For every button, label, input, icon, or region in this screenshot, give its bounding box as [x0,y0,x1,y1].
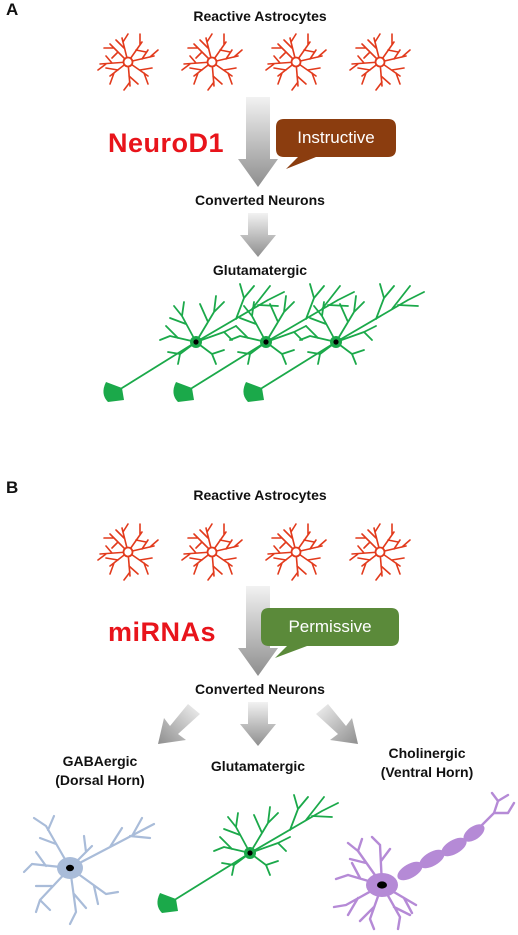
panel-b-permissive-callout: Permissive [261,608,399,658]
glutamatergic-neuron [156,794,339,914]
cholinergic-label-line1: Cholinergic [388,745,466,761]
gabaergic-label-line2: (Dorsal Horn) [55,772,145,788]
gabaergic-neuron [22,814,156,926]
arrow-to-cholinergic [316,704,358,744]
cholinergic-neuron [332,791,516,931]
astrocyte-1 [97,33,159,91]
panel-b-branch-arrows [158,702,358,746]
panel-a-glutamatergic-neurons [102,283,425,403]
panel-a-factor-label: NeuroD1 [108,128,225,158]
panel-b-mode-label: Permissive [288,617,372,636]
panel-b-source-label: Reactive Astrocytes [193,487,327,503]
panel-a-second-arrow [240,213,276,257]
panel-b-intermediate-label: Converted Neurons [195,681,325,697]
astrocyte-4 [349,33,411,91]
panel-b-letter: B [6,478,19,497]
panel-a-instructive-callout: Instructive [276,119,396,169]
astrocyte-3 [265,523,327,581]
panel-a-intermediate-label: Converted Neurons [195,192,325,208]
cholinergic-label-line2: (Ventral Horn) [380,764,474,780]
arrow-to-gabaergic [158,704,200,744]
glutamatergic-neuron-1 [102,283,285,403]
gabaergic-label: GABAergic (Dorsal Horn) [40,752,160,790]
panel-a-letter: A [6,0,19,19]
panel-b-glutamatergic-neuron [156,794,339,914]
panel-b-factor-label: miRNAs [108,617,217,647]
panel-a-output-label: Glutamatergic [212,262,308,278]
astrocyte-2 [181,523,243,581]
gabaergic-label-line1: GABAergic [62,753,138,769]
cholinergic-label: Cholinergic (Ventral Horn) [362,744,492,782]
panel-a-source-label: Reactive Astrocytes [193,8,327,24]
panel-a-main-arrow [238,97,278,187]
panel-a-mode-label: Instructive [297,128,375,147]
astrocyte-4 [349,523,411,581]
arrow-to-glutamatergic [240,702,276,746]
astrocyte-2 [181,33,243,91]
glutamatergic-label: Glutamatergic [210,758,306,774]
astrocyte-3 [265,33,327,91]
astrocyte-1 [97,523,159,581]
